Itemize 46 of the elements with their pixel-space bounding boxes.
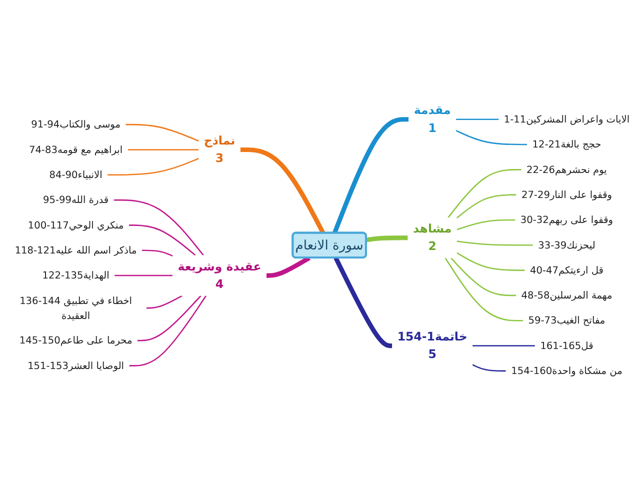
connector [126,124,199,142]
connector [450,258,516,296]
connector [137,295,202,342]
connector [366,236,408,242]
connector [332,117,409,234]
connector [456,219,516,230]
connector [456,118,499,120]
node-text: 33-39ليحزنك [538,239,596,251]
node-text: 74-83ابراهيم مع قومه [28,144,123,156]
node-text: 122-135الهداية [42,269,110,282]
connector [108,158,199,176]
node-text: 154-160من مشكاة واحدة [511,364,622,377]
connector [128,149,199,150]
node-text: 118-121ماذكر اسم الله عليه [14,244,137,256]
node-text: 91-94موسى والكتاب [31,118,120,130]
node-text: 1-11الايات واعراض المشركين [504,113,630,126]
connector [456,194,516,219]
node-text: 145-150محرما على طاعم [19,334,132,346]
connector [472,345,535,346]
connector [444,258,524,322]
connector [334,256,392,348]
node-text: 48-58مهمة المرسلين [521,289,612,302]
connector [472,364,506,372]
node-text: 100-117منكري الوحي [28,219,124,231]
node-text: 27-29وقفوا على النار [521,188,612,201]
node-text: 30-32وقفوا على ربهم [520,214,614,226]
connector [114,274,173,276]
connector [456,240,533,246]
node-text: 22-26يوم نحشرهم [526,164,607,176]
node-text: 84-90الانبياء [49,168,102,181]
connector [142,250,173,256]
node-text: 136-144اخطاء في تطبيق العقيدة [20,294,132,322]
connector [448,169,522,218]
node-text: 12-21حجج بالغة [532,138,602,150]
connector [128,224,196,256]
connector [129,295,207,366]
node-text: 40-47قل ارءيتكم [530,264,604,276]
node-text: 151-153الوصايا العشر [28,360,124,372]
connector [456,252,525,271]
connector [146,295,182,309]
connector [114,199,204,256]
node-text: 161-165قل [540,340,594,352]
node-text: 59-73مفاتح الغيب [528,314,606,326]
connector [240,147,326,234]
node-text: 95-99قدرة الله [43,194,109,206]
connector [456,130,527,146]
